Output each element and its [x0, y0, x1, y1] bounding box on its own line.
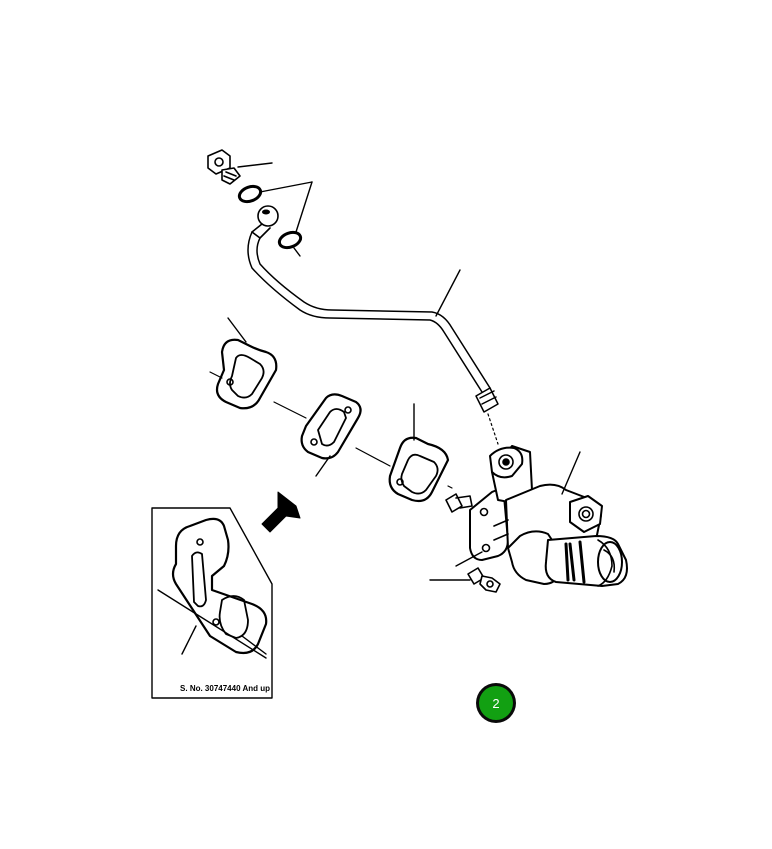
leader-line-pump: [561, 451, 581, 495]
fuel-feed-pump: [469, 445, 628, 587]
page-badge[interactable]: 2: [476, 683, 516, 723]
assembly-axis: [209, 371, 453, 489]
inset-frame: [151, 507, 273, 699]
page-badge-label: 2: [479, 686, 513, 720]
leader-line-washers: [259, 181, 313, 257]
pump-bolt: [467, 567, 501, 593]
leader-line-gasket-left: [227, 317, 247, 343]
leader-line-pump-bolt: [455, 551, 483, 567]
reference-arrow-icon: [261, 491, 301, 533]
inset-caption: S. No. 30747440 And up: [180, 684, 270, 693]
leader-line-gasket-middle: [315, 455, 331, 477]
washer-lower: [277, 230, 303, 250]
gasket-right: [388, 436, 450, 503]
dotted-axis-pipe: [487, 413, 499, 445]
pump-inlet-fitting: [445, 493, 473, 513]
leader-line-pipe: [435, 269, 461, 317]
gasket-left: [215, 338, 278, 410]
banjo-bolt: [207, 149, 241, 185]
washer-upper: [237, 184, 263, 204]
inset-leader-lines: [157, 589, 267, 659]
banjo-fitting: [251, 205, 279, 239]
fuel-line-pipe: [247, 231, 499, 413]
gasket-middle: [300, 393, 362, 460]
inset-bracket-gasket: [171, 517, 268, 655]
leader-line-bolt: [237, 162, 273, 168]
